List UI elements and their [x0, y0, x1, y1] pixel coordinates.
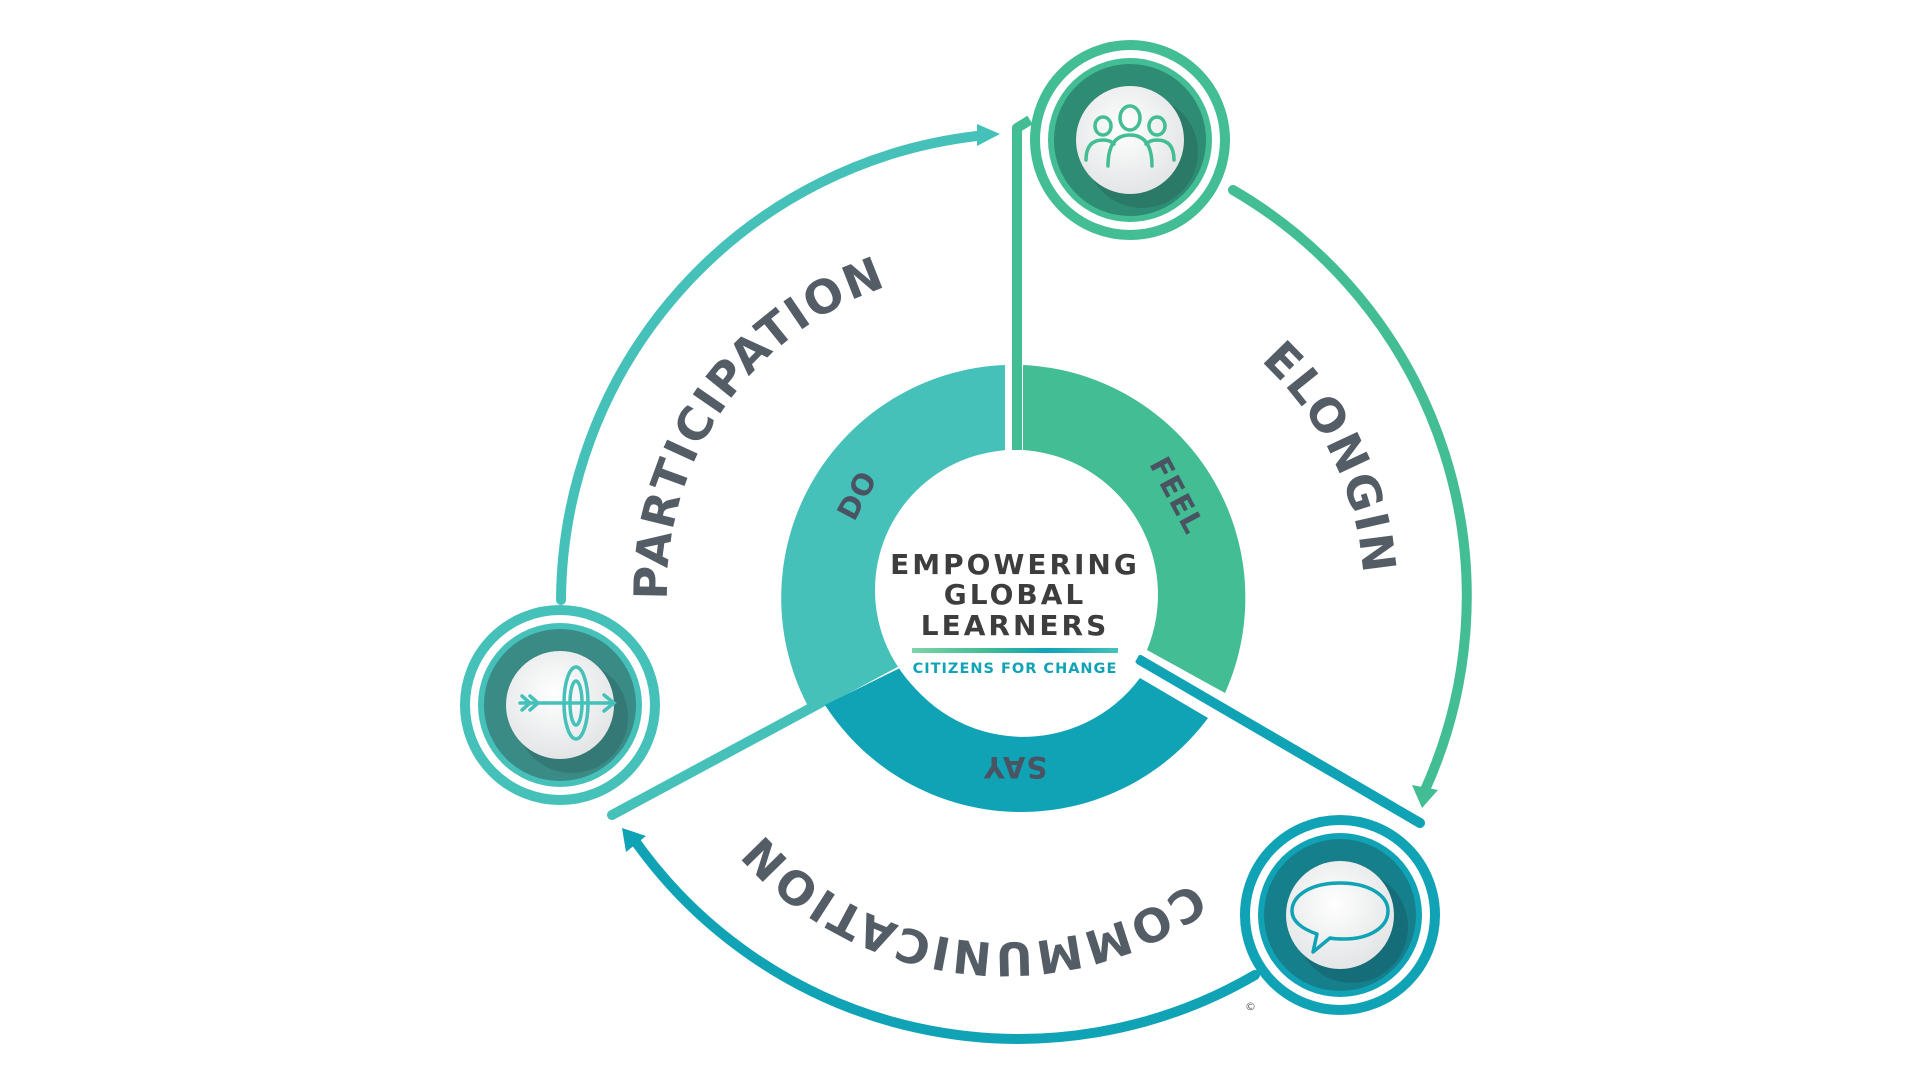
outer-arc-communication: [622, 828, 1260, 1044]
center-title-line-1: EMPOWERING: [890, 548, 1140, 581]
node-belonging: [1030, 40, 1230, 240]
segment-say: [825, 668, 1208, 813]
center-divider-bar: [912, 648, 1118, 653]
outer-label-communication: COMMUNICATION: [731, 825, 1216, 986]
center-title: EMPOWERING GLOBAL LEARNERS: [890, 548, 1140, 642]
node-communication: [1240, 815, 1440, 1015]
copyright-mark: ©: [1245, 1000, 1256, 1013]
inner-label-say: SAY: [983, 750, 1048, 784]
target-arrow-icon: [518, 665, 617, 741]
center-title-line-2: GLOBAL: [944, 578, 1086, 611]
segment-feel: [1023, 365, 1246, 693]
inner-donut: [781, 365, 1246, 813]
speech-bubble-icon: [1290, 881, 1390, 954]
outer-arc-belonging: [1228, 185, 1472, 808]
people-group-icon: [1084, 104, 1176, 168]
center-disc: [875, 450, 1155, 730]
connector-to-belonging: [1012, 115, 1033, 450]
center-title-line-3: LEARNERS: [921, 609, 1110, 642]
outer-arc-participation: [556, 124, 1000, 605]
connector-to-communication: [1135, 655, 1425, 828]
center-subtitle: CITIZENS FOR CHANGE: [913, 661, 1118, 677]
node-participation: [460, 605, 660, 805]
